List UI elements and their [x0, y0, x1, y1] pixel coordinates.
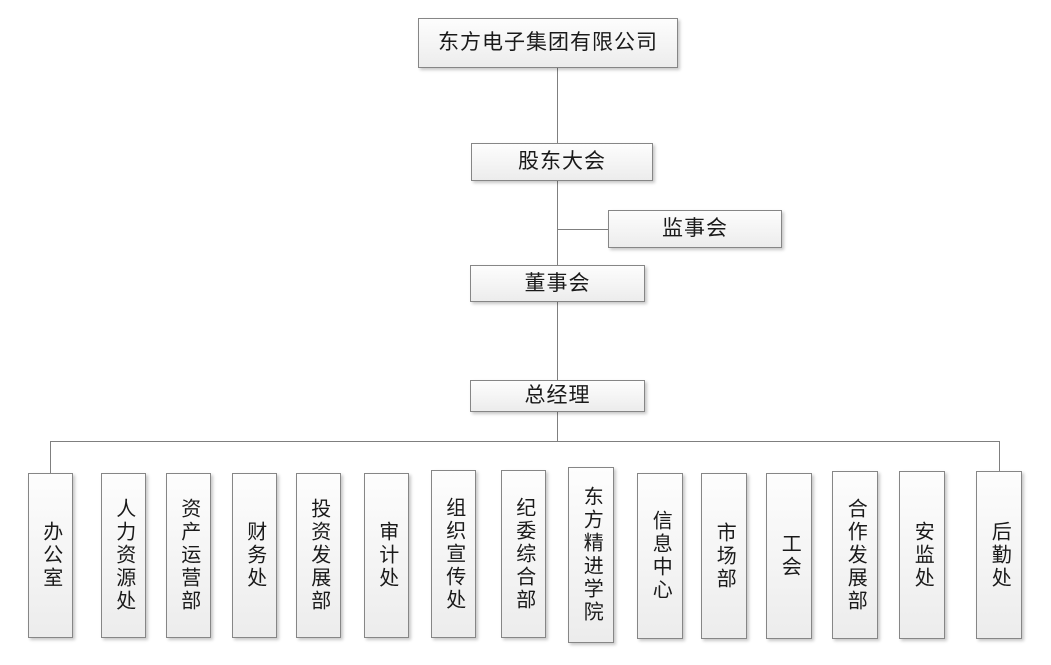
node-department-audit-label: 审计处: [375, 521, 398, 590]
node-general-manager[interactable]: 总经理: [470, 380, 645, 412]
node-board-of-directors-label: 董事会: [524, 270, 591, 295]
node-department-safety-supervision[interactable]: 安监处: [899, 471, 945, 639]
connector-manager-to-bus: [557, 411, 558, 441]
node-department-asset-operations-label: 资产运营部: [177, 498, 200, 613]
node-department-logistics-label: 后勤处: [988, 520, 1011, 590]
node-board-of-supervisors-label: 监事会: [662, 216, 728, 241]
node-department-labor-union-label: 工会: [778, 533, 801, 579]
node-shareholders-meeting[interactable]: 股东大会: [471, 143, 653, 181]
connector-directors-to-manager: [557, 301, 558, 380]
department-bus-line: [50, 441, 1000, 442]
node-department-logistics[interactable]: 后勤处: [976, 471, 1022, 639]
node-board-of-directors[interactable]: 董事会: [470, 265, 645, 302]
node-department-dongfang-academy-label: 东方精进学院: [580, 486, 603, 624]
connector-trunk-to-supervisors: [557, 229, 609, 230]
node-department-human-resources[interactable]: 人力资源处: [101, 473, 146, 638]
node-department-finance-label: 财务处: [243, 521, 266, 590]
node-department-information-center-label: 信息中心: [649, 510, 672, 602]
node-department-marketing-label: 市场部: [713, 521, 736, 591]
node-general-manager-label: 总经理: [524, 383, 591, 408]
node-department-discipline-inspection[interactable]: 纪委综合部: [501, 470, 546, 638]
node-department-safety-supervision-label: 安监处: [911, 520, 934, 590]
connector-bus-to-logistics: [999, 441, 1000, 473]
node-department-investment-development-label: 投资发展部: [307, 498, 330, 613]
node-department-organization-publicity-label: 组织宣传处: [442, 496, 465, 612]
node-shareholders-meeting-label: 股东大会: [518, 149, 606, 174]
node-department-dongfang-academy[interactable]: 东方精进学院: [568, 467, 614, 643]
node-company[interactable]: 东方电子集团有限公司: [418, 18, 678, 68]
node-department-human-resources-label: 人力资源处: [112, 498, 135, 613]
node-department-discipline-inspection-label: 纪委综合部: [512, 496, 535, 612]
node-department-audit[interactable]: 审计处: [364, 473, 409, 638]
node-department-cooperation-development[interactable]: 合作发展部: [832, 471, 878, 639]
node-department-information-center[interactable]: 信息中心: [637, 473, 683, 639]
node-board-of-supervisors[interactable]: 监事会: [608, 210, 782, 248]
node-company-label: 东方电子集团有限公司: [438, 30, 658, 55]
connector-bus-to-office: [50, 441, 51, 473]
connector-company-to-shareholders: [557, 68, 558, 143]
node-department-labor-union[interactable]: 工会: [766, 473, 812, 639]
node-department-asset-operations[interactable]: 资产运营部: [166, 473, 211, 638]
node-department-organization-publicity[interactable]: 组织宣传处: [431, 470, 476, 638]
node-department-office[interactable]: 办公室: [28, 473, 73, 638]
node-department-office-label: 办公室: [39, 521, 62, 590]
node-department-finance[interactable]: 财务处: [232, 473, 277, 638]
node-department-investment-development[interactable]: 投资发展部: [296, 473, 341, 638]
node-department-cooperation-development-label: 合作发展部: [844, 497, 867, 613]
connector-shareholders-to-directors: [557, 180, 558, 265]
node-department-marketing[interactable]: 市场部: [701, 473, 747, 639]
